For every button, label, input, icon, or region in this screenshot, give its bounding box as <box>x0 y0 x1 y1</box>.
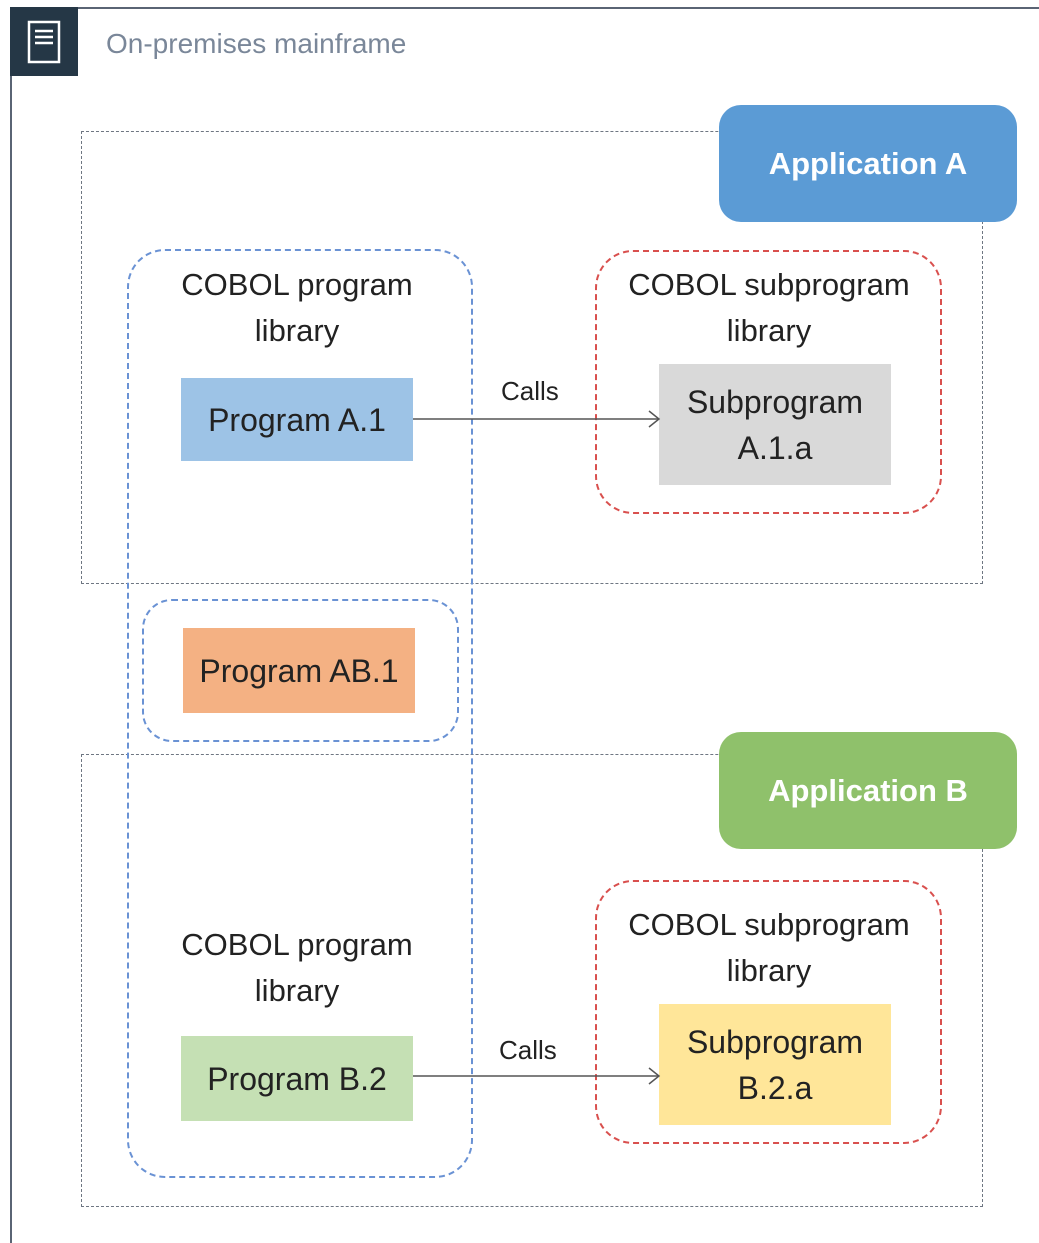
subprogram-b2a-box: Subprogram B.2.a <box>659 1004 891 1125</box>
subprogram-a1a-box: Subprogram A.1.a <box>659 364 891 485</box>
program-library-container <box>127 249 473 1178</box>
call-arrow-b <box>413 1067 661 1085</box>
program-ab1-box: Program AB.1 <box>183 628 415 713</box>
program-a1-box: Program A.1 <box>181 378 413 461</box>
calls-label-a: Calls <box>501 376 559 406</box>
mainframe-container <box>10 7 1039 1243</box>
application-a-badge: Application A <box>719 105 1017 222</box>
application-b-badge: Application B <box>719 732 1017 849</box>
subprogram-library-b-label: COBOL subprogram library <box>628 907 910 988</box>
program-b2-box: Program B.2 <box>181 1036 413 1121</box>
mainframe-header-icon <box>10 7 78 76</box>
calls-label-b: Calls <box>499 1035 557 1065</box>
subprogram-library-b <box>595 880 942 1144</box>
server-icon <box>27 20 61 63</box>
program-library-b-label: COBOL program library <box>181 927 413 1008</box>
subprogram-library-a <box>595 250 942 514</box>
subprogram-library-a-label: COBOL subprogram library <box>628 267 910 348</box>
call-arrow-a <box>413 410 661 428</box>
mainframe-title: On-premises mainframe <box>106 28 407 59</box>
application-a-region <box>81 131 983 584</box>
application-b-region <box>81 754 983 1207</box>
program-library-a-label: COBOL program library <box>181 267 413 348</box>
